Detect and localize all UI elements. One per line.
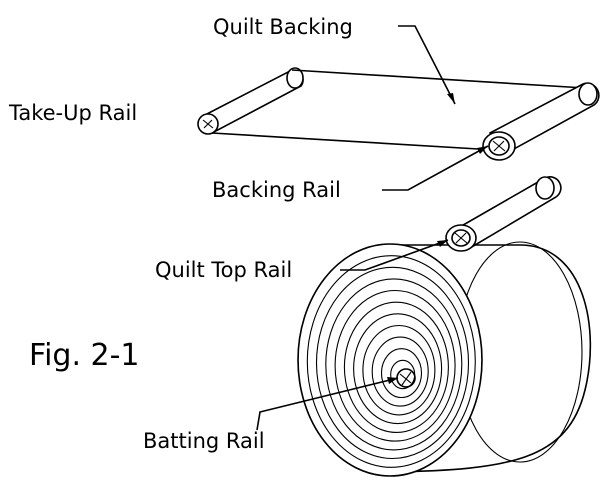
batting-layer-ring <box>371 336 429 407</box>
batting-layer-ring <box>334 289 456 442</box>
quilt-backing-sheet <box>211 69 586 151</box>
batting-layer-ring <box>306 255 476 468</box>
quilt-top-rail <box>445 176 562 252</box>
take-up-rail <box>197 67 304 135</box>
batting-layer-ring <box>362 324 436 416</box>
batting-layer-ring <box>353 313 443 425</box>
batting-layer-ring <box>343 301 449 433</box>
quilt-top-rail-label: Quilt Top Rail <box>155 258 292 282</box>
batting-roll <box>297 241 592 477</box>
quilt-backing-label: Quilt Backing <box>213 15 353 39</box>
batting-layer-ring <box>380 348 423 399</box>
figure-label: Fig. 2-1 <box>29 338 140 373</box>
backing-rail <box>482 82 600 161</box>
leader-lines <box>256 25 489 431</box>
batting-spiral <box>297 243 483 477</box>
batting-layer-ring <box>297 243 483 477</box>
take-up-rail-label: Take-Up Rail <box>8 101 137 125</box>
batting-layer-ring <box>315 266 470 460</box>
backing-rail-label: Backing Rail <box>212 178 341 202</box>
batting-layer-ring <box>325 278 463 451</box>
batting-rail-label: Batting Rail <box>143 429 265 453</box>
